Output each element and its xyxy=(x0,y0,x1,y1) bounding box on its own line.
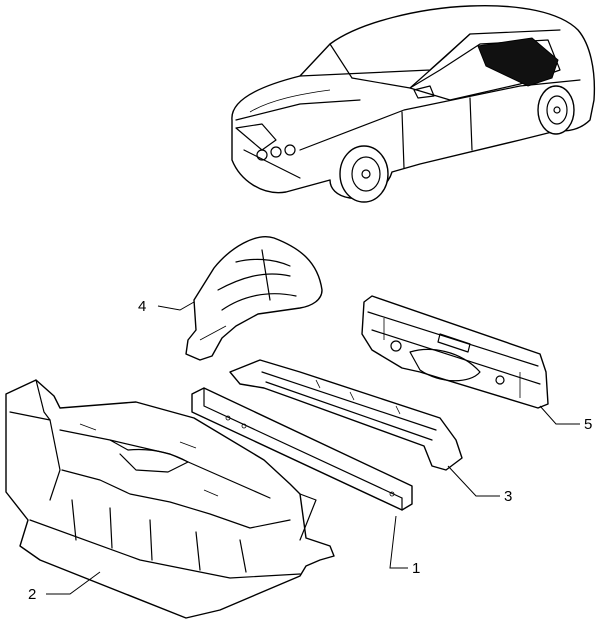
part-2-floor-panel xyxy=(5,379,335,619)
callout-labels: 4 5 3 1 2 xyxy=(28,298,592,603)
leader-2 xyxy=(46,571,101,595)
callout-1: 1 xyxy=(412,560,420,577)
callout-5: 5 xyxy=(584,416,592,433)
leader-5 xyxy=(539,405,580,425)
leader-1 xyxy=(389,515,408,569)
part-5-rear-panel xyxy=(361,295,549,409)
callout-4: 4 xyxy=(138,298,146,315)
part-3-cross-member xyxy=(229,359,463,471)
callout-2: 2 xyxy=(28,586,36,603)
part-1-beam xyxy=(191,387,413,511)
callout-leaders xyxy=(46,301,580,595)
callout-3: 3 xyxy=(504,488,512,505)
car-illustration xyxy=(231,5,596,203)
leader-3 xyxy=(447,465,500,497)
part-4-moulded-panel xyxy=(185,236,323,361)
leader-4 xyxy=(157,301,195,311)
